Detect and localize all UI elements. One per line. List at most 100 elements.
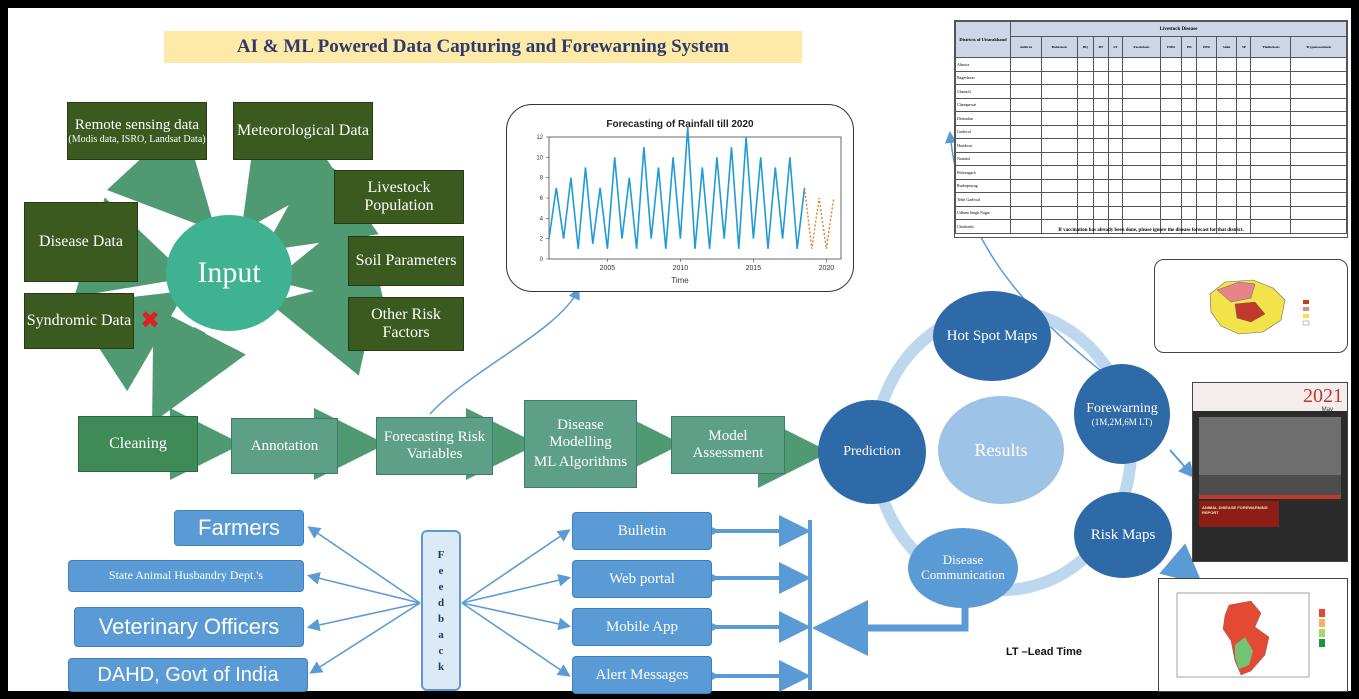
feedback-letter: a (438, 628, 444, 641)
x-tick-label: 2015 (746, 265, 762, 272)
table-cell (1290, 111, 1347, 126)
table-cell (1092, 124, 1109, 139)
table-cell (1236, 165, 1252, 180)
table-cell (1010, 124, 1042, 139)
table-cell (1040, 111, 1078, 126)
table-cell (1196, 151, 1217, 166)
table-cell (1181, 192, 1198, 207)
table-cell (1290, 205, 1347, 220)
table-cell (1236, 84, 1252, 99)
table-row: Udham Singh Nagar (955, 205, 1347, 220)
table-col-header: FMD (1159, 36, 1183, 58)
table-cell (1159, 192, 1183, 207)
disease-modelling-box: Disease Modelling ML Algorithms (524, 400, 637, 488)
table-cell (1122, 165, 1161, 180)
table-cell (1290, 70, 1347, 85)
table-col-header: Trypanosomiasis (1290, 36, 1347, 58)
table-cell (1215, 111, 1238, 126)
report-footer: ANIMAL DISEASE FOREWARNING REPORT (1202, 505, 1268, 515)
table-cell (1159, 205, 1183, 220)
modelling-title: Disease Modelling (549, 416, 612, 450)
y-tick-label: 0 (540, 257, 544, 263)
table-cell (1010, 84, 1042, 99)
table-cell (1076, 70, 1094, 85)
table-cell (1107, 205, 1124, 220)
alert-messages-box: Alert Messages (572, 656, 712, 694)
table-cell (1236, 205, 1252, 220)
table-cell (1040, 219, 1078, 234)
other-risk-box: Other Risk Factors (348, 297, 464, 351)
table-cell (1250, 219, 1292, 234)
table-cell (1290, 97, 1347, 112)
table-cell (1236, 124, 1252, 139)
table-cell (1196, 111, 1217, 126)
table-district: Bageshwar (955, 70, 1011, 85)
table-cell (1196, 165, 1217, 180)
results-circle: Results (938, 396, 1064, 504)
table-cell (1122, 57, 1161, 72)
table-cell (1122, 178, 1161, 193)
table-cell (1107, 97, 1124, 112)
table-cell (1290, 151, 1347, 166)
table-cell (1215, 70, 1238, 85)
table-cell (1040, 205, 1078, 220)
lead-time-note: LT –Lead Time (1006, 646, 1083, 658)
table-cell (1092, 84, 1109, 99)
table-cell (1159, 124, 1183, 139)
table-district: Champawat (955, 97, 1011, 112)
table-cell (1181, 70, 1198, 85)
state-dept-box: State Animal Husbandry Dept.'s (68, 560, 304, 592)
table-row: Garhwal (955, 124, 1347, 139)
table-district: Chamoli (955, 84, 1011, 99)
mobile-app-box: Mobile App (572, 608, 712, 646)
table-district: Haridwar (955, 138, 1011, 153)
table-cell (1290, 165, 1347, 180)
y-tick-label: 10 (536, 155, 543, 161)
table-cell (1181, 178, 1198, 193)
table-cell (1076, 205, 1094, 220)
table-cell (1122, 219, 1161, 234)
input-hub: Input (166, 215, 292, 331)
annotation-box: Annotation (231, 418, 338, 474)
x-tick-label: 2010 (673, 265, 689, 272)
table-district: Udham Singh Nagar (955, 205, 1011, 220)
chart-link (429, 287, 580, 415)
table-cell (1107, 138, 1124, 153)
table-cell (1236, 192, 1252, 207)
table-cell (1181, 165, 1198, 180)
table-cell (1076, 111, 1094, 126)
bulletin-box: Bulletin (572, 512, 712, 550)
table-cell (1290, 124, 1347, 139)
risk-map-thumb (1158, 578, 1348, 692)
table-cell (1181, 111, 1198, 126)
table-cell (1107, 178, 1124, 193)
table-header-left: Districts of Uttarakhand (955, 21, 1011, 58)
forewarning-sub: (1M,2M,6M LT) (1091, 416, 1153, 427)
table-cell (1215, 178, 1238, 193)
table-cell (1181, 97, 1198, 112)
hotspot-circle: Hot Spot Maps (933, 291, 1051, 381)
table-col-header: Theileriosis (1250, 36, 1292, 58)
table-cell (1122, 138, 1161, 153)
table-cell (1076, 165, 1094, 180)
table-cell (1092, 138, 1109, 153)
table-district: Almora (955, 57, 1011, 72)
table-cell (1290, 84, 1347, 99)
table-cell (1010, 205, 1042, 220)
feedback-letter: k (437, 660, 445, 673)
table-cell (1122, 151, 1161, 166)
table-cell (1215, 205, 1238, 220)
table-cell (1196, 97, 1217, 112)
table-cell (1250, 97, 1292, 112)
table-cell (1076, 124, 1094, 139)
table-cell (1236, 70, 1252, 85)
table-cell (1040, 165, 1078, 180)
table-cell (1250, 178, 1292, 193)
table-cell (1092, 205, 1109, 220)
forecast-table: Districts of Uttarakhand Livestock Disea… (955, 21, 1347, 234)
web-portal-box: Web portal (572, 560, 712, 598)
table-cell (1159, 97, 1183, 112)
